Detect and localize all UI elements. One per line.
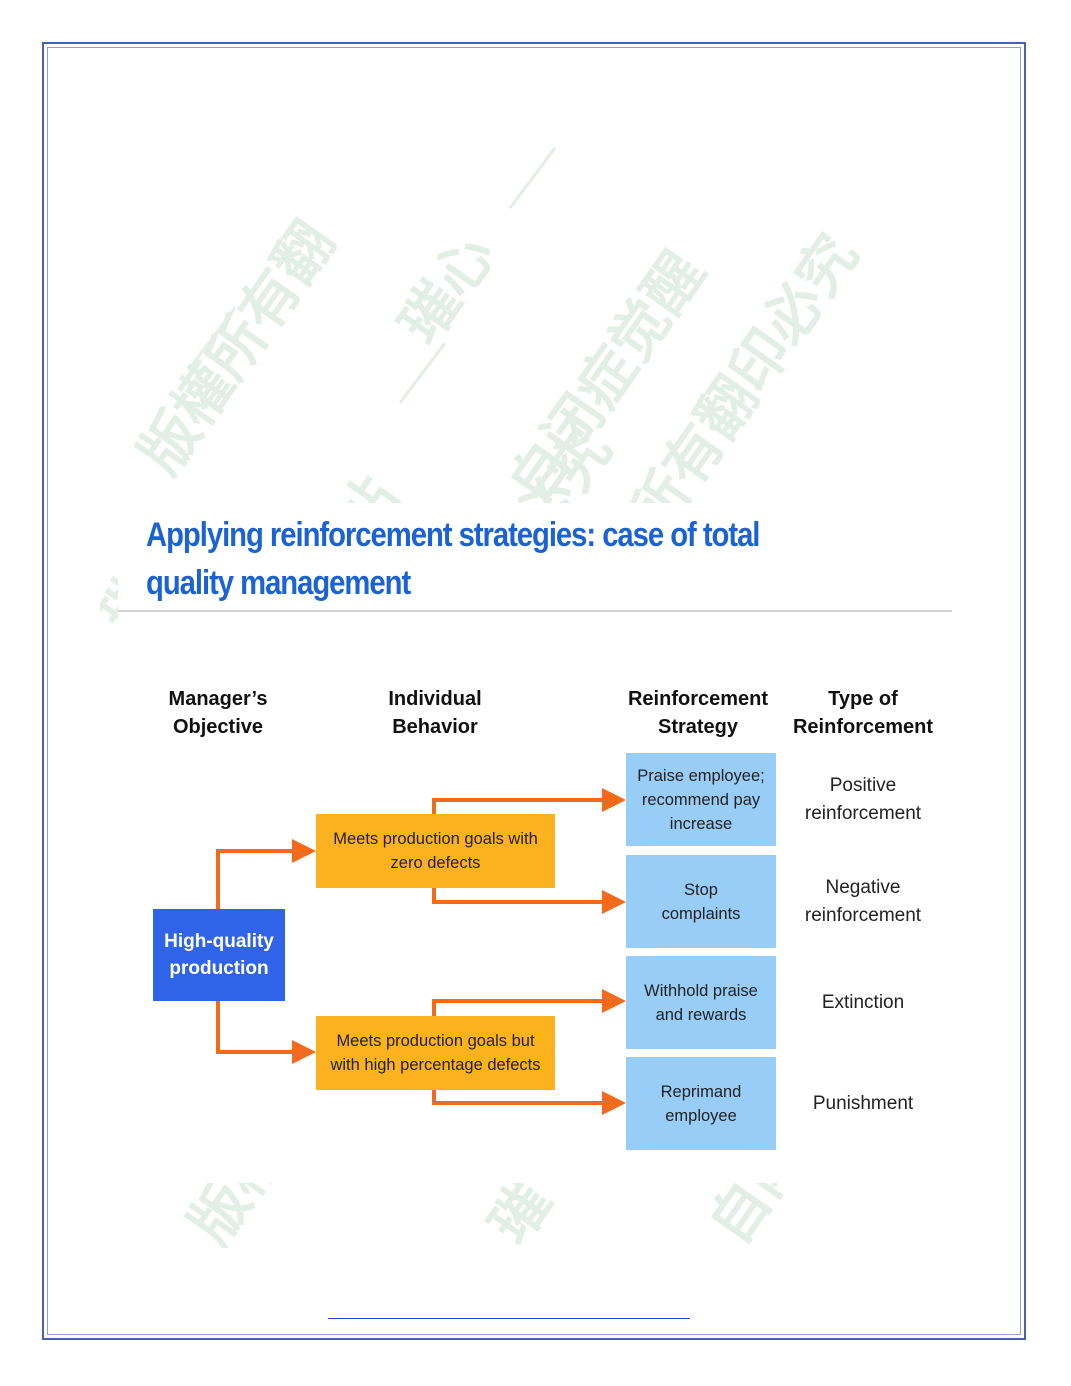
arrow-behavior-to-praise: [432, 788, 626, 814]
arrow-behavior-to-withhold: [432, 989, 626, 1016]
watermark-pattern: 版權所有翻 璀心 自闭症觉醒 所有翻印必究 璀心 璀网站 翻印必究 版權所 璀 …: [100, 147, 871, 1248]
title-divider: [118, 610, 952, 612]
page-frame: [42, 42, 1026, 1340]
strategy-box-praise: Praise employee; recommend pay increase: [626, 753, 776, 846]
watermark-text: 版權所有翻: [126, 209, 348, 486]
watermark-separator: [508, 147, 557, 209]
strategy-box-withhold: Withhold praise and rewards: [626, 956, 776, 1049]
type-positive-reinforcement: Positive reinforcement: [804, 774, 922, 824]
strategy-box-reprimand: Reprimand employee: [626, 1057, 776, 1150]
flow-arrows: [216, 788, 626, 1115]
strategy-box-stop-complaints: Stop complaints: [626, 855, 776, 948]
arrow-behavior-to-stop-complaints: [432, 888, 626, 914]
watermark-text: 璀心: [386, 222, 508, 356]
slide: Applying reinforcement strategies: case …: [118, 503, 952, 1183]
slide-title: Applying reinforcement strategies: case …: [146, 516, 760, 602]
type-negative-reinforcement: Negative reinforcement: [804, 876, 922, 926]
objective-box: High-quality production: [153, 909, 285, 1001]
watermark-separator: [188, 307, 237, 369]
header-individual-behavior: Individual Behavior: [388, 688, 482, 738]
watermark: 版權所有翻 璀心 自闭症觉醒 所有翻印必究 璀心 璀网站 翻印必究 版權所 璀 …: [100, 118, 972, 1248]
behavior-box-high-defects: Meets production goals but with high per…: [316, 1016, 555, 1090]
footer-link-underline[interactable]: [328, 1318, 690, 1319]
type-punishment: Punishment: [812, 1092, 914, 1114]
arrow-root-to-behavior-bottom: [216, 1001, 316, 1064]
behavior-box-zero-defects: Meets production goals with zero defects: [316, 814, 555, 888]
header-reinforcement-strategy: Reinforcement Strategy: [627, 688, 769, 738]
header-managers-objective: Manager’s Objective: [168, 688, 268, 738]
page-frame-inner-border: [47, 47, 1021, 1335]
watermark-separator: [398, 342, 447, 404]
arrow-root-to-behavior-top: [216, 839, 316, 909]
type-extinction: Extinction: [821, 991, 905, 1013]
header-type-of-reinforcement: Type of Reinforcement: [792, 688, 934, 738]
arrow-behavior-to-reprimand: [432, 1090, 626, 1115]
